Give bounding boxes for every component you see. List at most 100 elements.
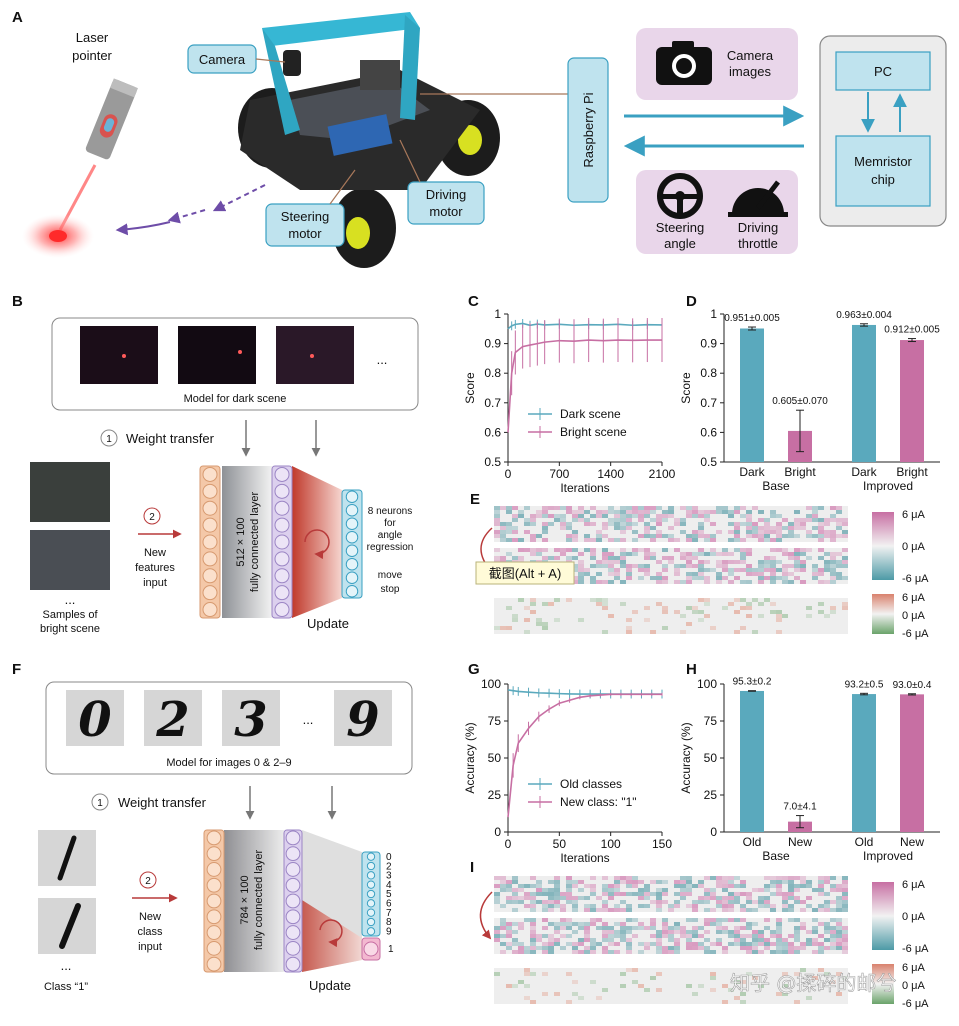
heatmap-cell [830,514,836,518]
heatmap-cell [560,904,566,908]
heatmap-cell [698,552,704,556]
heatmap-cell [524,972,530,976]
heatmap-cell [776,610,782,614]
heatmap-cell [728,522,734,526]
heatmap-cell [686,918,692,922]
heatmap-cell [704,576,710,580]
heatmap-cell [764,530,770,534]
heatmap-cell [506,930,512,934]
heatmap-cell [758,560,764,564]
digit-tile-3 [222,690,280,746]
heatmap-cell [590,938,596,942]
weight-transfer-f: Weight transfer [118,795,207,810]
heatmap-cell [692,576,698,580]
heatmap-cell [632,918,638,922]
heatmap-cell [656,522,662,526]
heatmap-cell [518,510,524,514]
heatmap-cell [788,908,794,912]
heatmap-cell [530,900,536,904]
dark-scene-thumb-1 [80,326,158,384]
heatmap-cell [638,984,644,988]
heatmap-cell [722,880,728,884]
heatmap-cell [698,926,704,930]
heatmap-cell [692,900,698,904]
bright-ellipsis: ... [65,592,76,607]
heatmap-cell [794,876,800,880]
heatmap-cell [656,514,662,518]
heatmap-cell [554,892,560,896]
heatmap-cell [698,900,704,904]
heatmap-cell [632,876,638,880]
input-neuron-b-6 [202,568,218,584]
output-neuron-b-1 [345,504,359,517]
heatmap-cell [674,892,680,896]
heatmap-cell [566,972,572,976]
heatmap-cell [734,610,740,614]
heatmap-cell [620,506,626,510]
heatmap-cell [506,626,512,630]
heatmap-cell [548,888,554,892]
heatmap-cell [734,568,740,572]
heatmap-cell [842,556,848,560]
heatmap-cell [524,968,530,972]
heatmap-cell [626,892,632,896]
heatmap-cell [794,896,800,900]
heatmap-cell [494,884,500,888]
heatmap-cell [776,942,782,946]
heatmap-cell [620,930,626,934]
heatmap-cell [620,526,626,530]
heatmap-cell [494,926,500,930]
heatmap-cell [566,526,572,530]
heatmap-cell [770,880,776,884]
heatmap-cell [578,938,584,942]
y-tick-label: 50 [488,751,502,765]
heatmap-cell [740,938,746,942]
heatmap-cell [830,908,836,912]
heatmap-cell [644,926,650,930]
heatmap-cell [554,618,560,622]
heatmap-cell [530,946,536,950]
heatmap-cell [818,530,824,534]
heatmap-cell [728,918,734,922]
heatmap-cell [494,876,500,880]
output-neuron-b-6 [345,571,359,584]
heatmap-cell [758,564,764,568]
heatmap-cell [722,888,728,892]
heatmap-cell [794,918,800,922]
heatmap-cell [662,510,668,514]
heatmap-cell [806,514,812,518]
heatmap-cell [614,922,620,926]
heatmap-cell [788,552,794,556]
heatmap-cell [626,904,632,908]
heatmap-cell [692,534,698,538]
heatmap-cell [542,946,548,950]
heatmap-cell [728,580,734,584]
category-label-1: Bright [784,465,816,479]
legend-label: Old classes [560,777,622,791]
heatmap-cell [524,892,530,896]
heatmap-cell [782,904,788,908]
heatmap-cell [626,942,632,946]
heatmap-cell [608,930,614,934]
heatmap-cell [590,888,596,892]
heatmap-cell [758,900,764,904]
y-tick-label: 0 [494,825,501,839]
bar-value-label-0: 95.3±0.2 [733,677,772,688]
heatmap-cell [734,630,740,634]
heatmap-cell [494,556,500,560]
heatmap-cell [830,930,836,934]
y-axis-label: Score [463,372,477,404]
heatmap-cell [728,602,734,606]
heatmap-cell [626,950,632,954]
heatmap-cell [764,926,770,930]
heatmap-cell [572,884,578,888]
heatmap-cell [698,530,704,534]
heatmap-cell [716,572,722,576]
heatmap-cell [518,980,524,984]
heatmap-cell [560,922,566,926]
heatmap-cell [578,506,584,510]
heatmap-cell [692,946,698,950]
heatmap-cell [716,506,722,510]
